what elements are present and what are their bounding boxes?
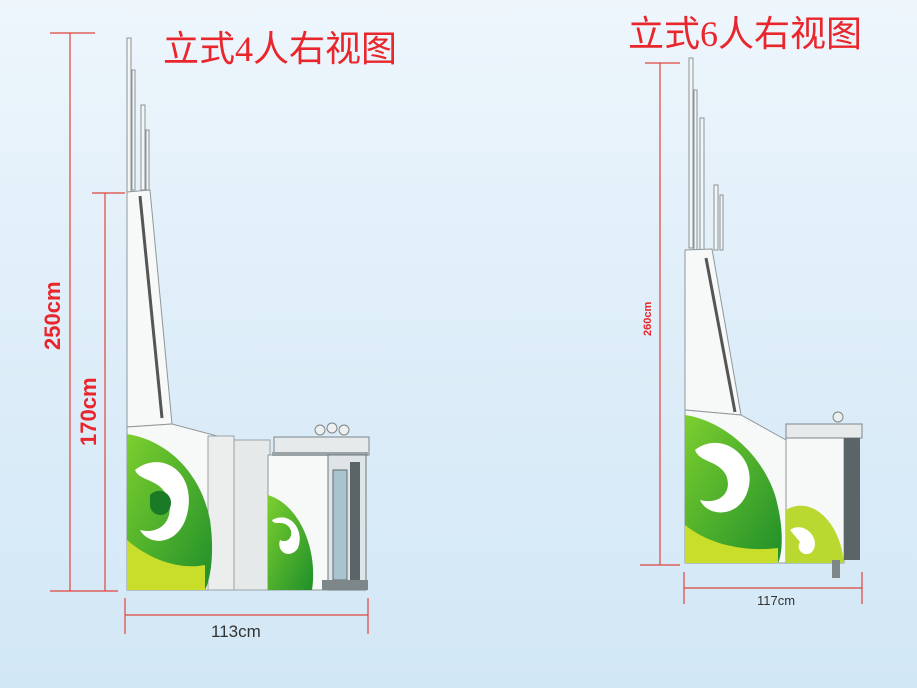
left-height-body-label: 170cm xyxy=(76,377,101,446)
right-width-line xyxy=(683,572,863,604)
left-height-total-label: 250cm xyxy=(40,281,65,350)
right-height-total-label: 260cm xyxy=(642,301,654,336)
left-machine xyxy=(126,37,370,591)
right-dimension-lines xyxy=(640,62,680,566)
right-width-label: 117cm xyxy=(757,593,796,608)
left-dimension-lines xyxy=(50,32,125,592)
left-width-label: 113cm xyxy=(211,622,261,641)
left-width-line xyxy=(124,598,369,634)
right-machine xyxy=(684,57,863,578)
right-view-title: 立式6人右视图 xyxy=(628,14,863,54)
left-view-title: 立式4人右视图 xyxy=(163,29,398,69)
